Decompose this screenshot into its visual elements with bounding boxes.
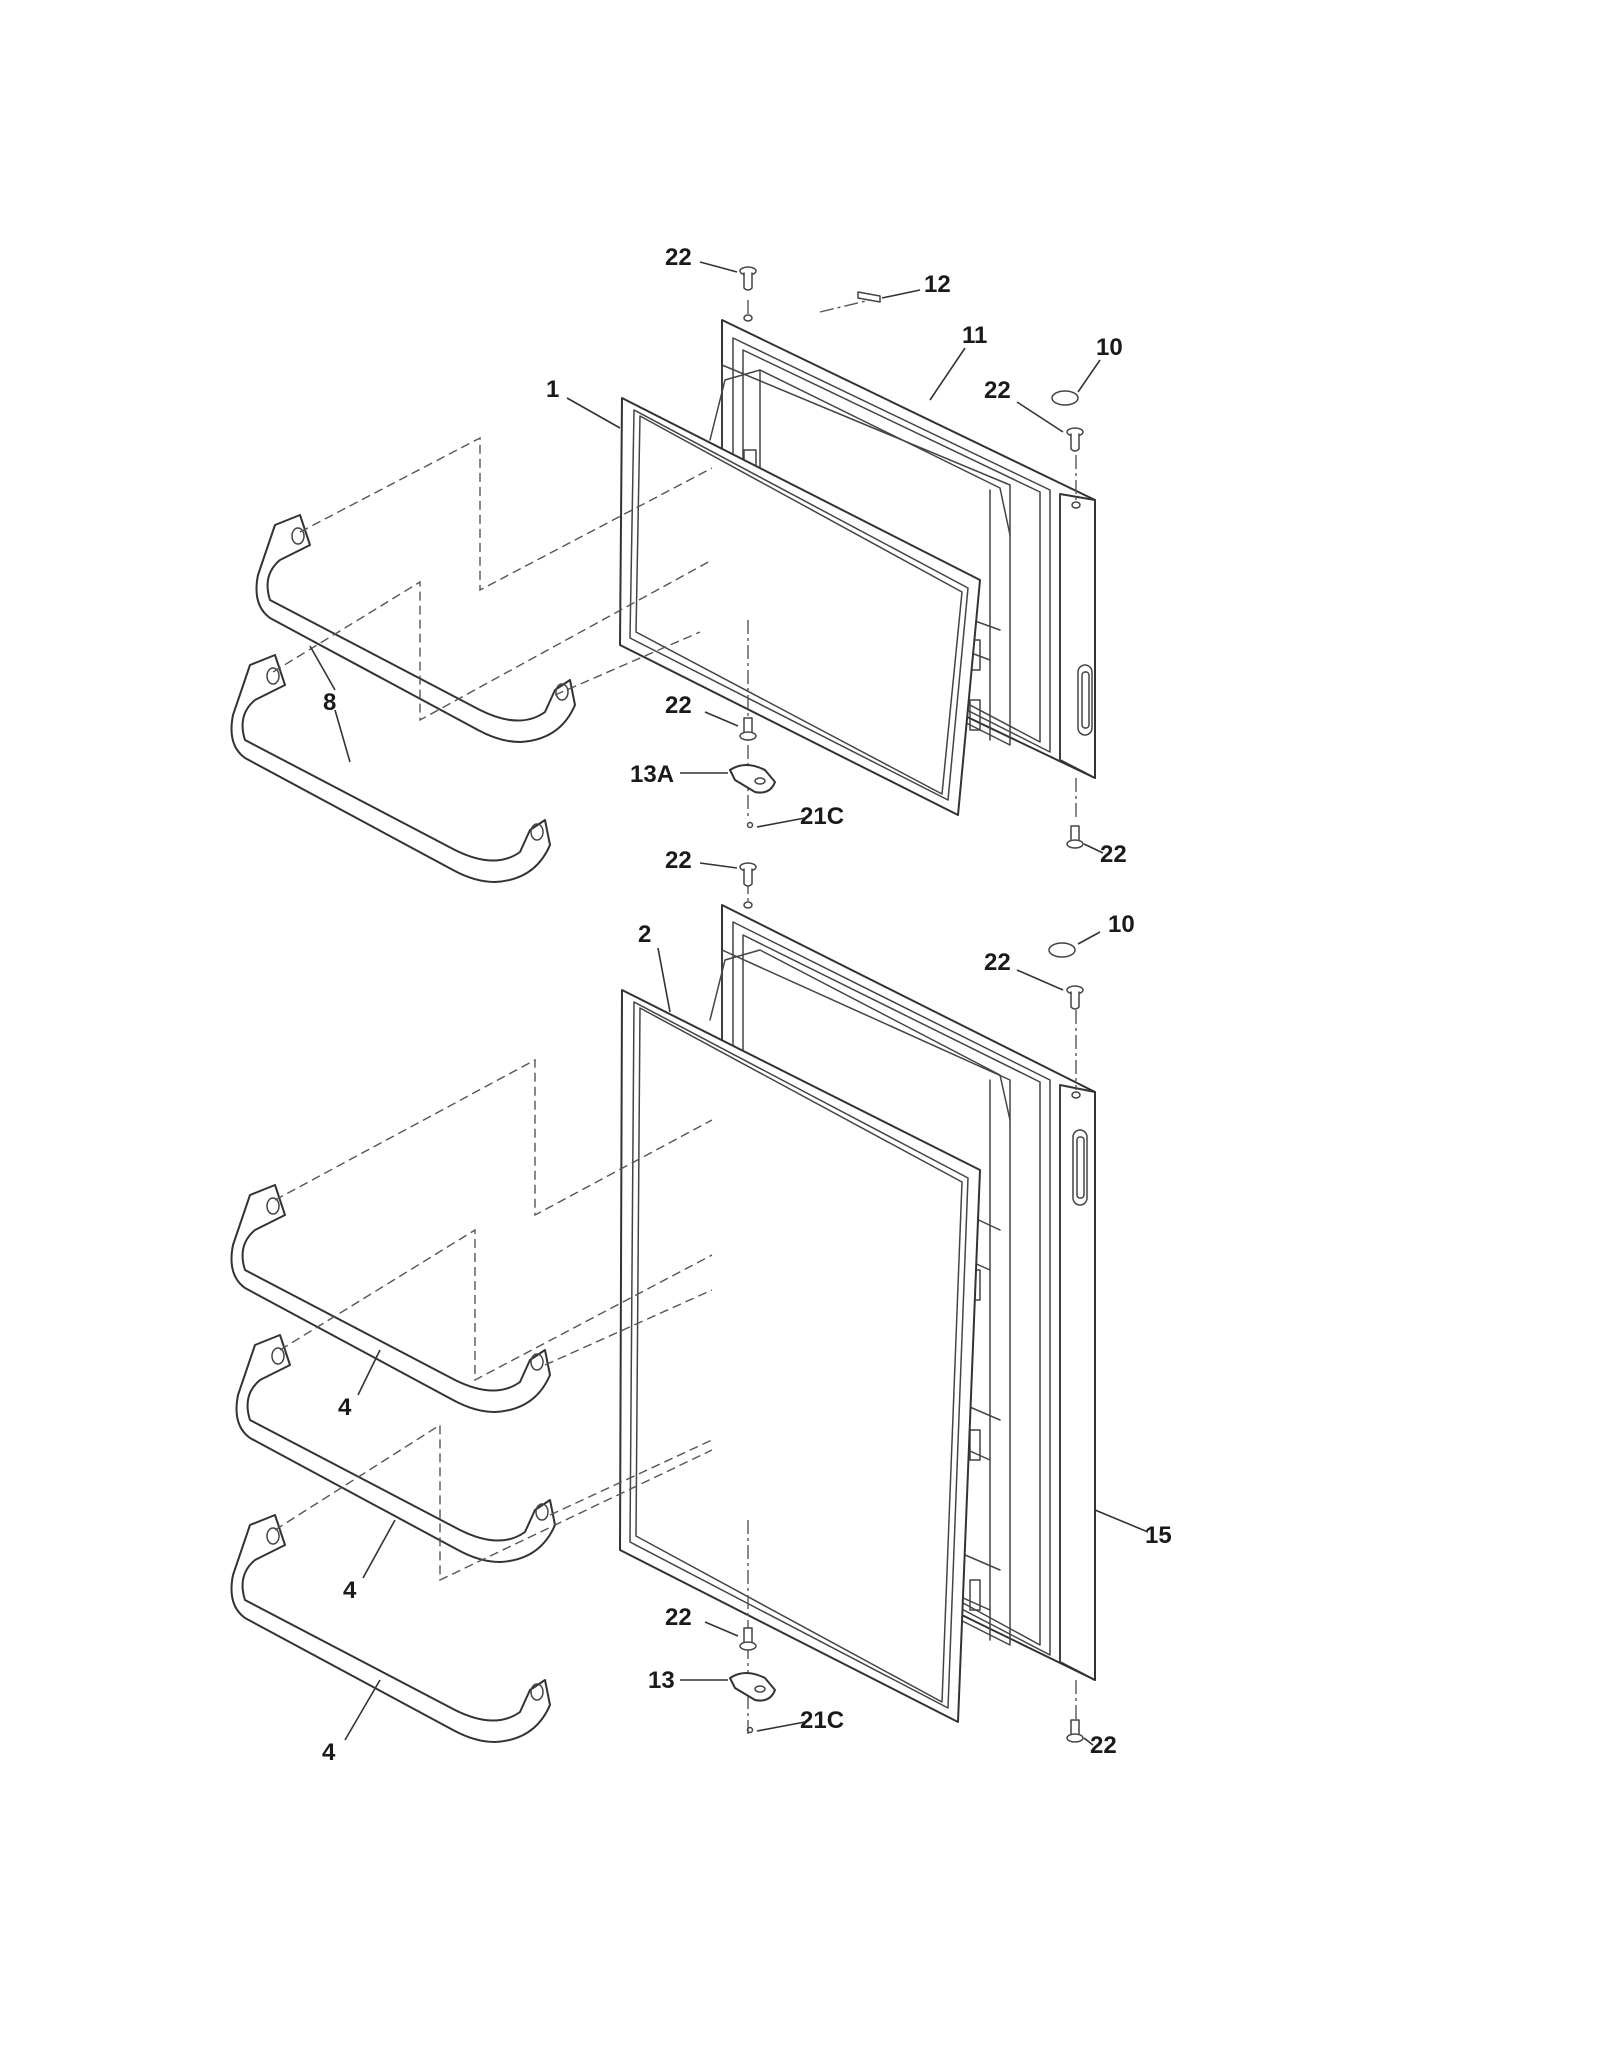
plug-button-icon <box>1051 390 1079 406</box>
fresh-food-shelf-bar-3 <box>230 1514 551 1743</box>
freezer-shelf-bar-lower <box>230 654 551 883</box>
callout-22: 22 <box>665 847 692 874</box>
callout-22: 22 <box>984 377 1011 404</box>
fresh-food-door-gasket <box>619 989 981 1723</box>
callout-13A: 13A <box>630 761 674 788</box>
hinge-bracket-icon <box>729 764 776 794</box>
callout-10: 10 <box>1096 334 1123 361</box>
label-plate <box>857 291 881 303</box>
callout-1: 1 <box>546 376 559 403</box>
screw-icon <box>739 862 757 887</box>
freezer-shelf-bar-upper <box>255 514 576 743</box>
callout-22: 22 <box>1100 841 1127 868</box>
hinge-bracket-icon <box>729 1672 776 1702</box>
freezer-door-gasket <box>619 397 981 816</box>
screw-icon <box>1066 825 1084 849</box>
callout-15: 15 <box>1145 1522 1172 1549</box>
screw-icon <box>739 266 757 291</box>
callout-22: 22 <box>665 1604 692 1631</box>
fresh-food-shelf-bar-1 <box>230 1184 551 1413</box>
callout-11: 11 <box>962 322 987 349</box>
callout-12: 12 <box>924 271 951 298</box>
callout-21C: 21C <box>800 1707 844 1734</box>
callout-4: 4 <box>338 1394 352 1421</box>
callout-13: 13 <box>648 1667 675 1694</box>
leader-lines <box>309 261 1149 1746</box>
callout-4: 4 <box>322 1739 336 1766</box>
callout-22: 22 <box>665 692 692 719</box>
screw-icon <box>739 1627 757 1651</box>
callout-22: 22 <box>1090 1732 1117 1759</box>
small-screw-icon <box>746 821 754 829</box>
screw-icon <box>739 717 757 741</box>
callout-22: 22 <box>984 949 1011 976</box>
screw-icon <box>1066 427 1084 452</box>
callout-8: 8 <box>323 689 336 716</box>
callout-2: 2 <box>638 921 651 948</box>
fresh-food-door-assembly <box>230 862 1096 1743</box>
callout-21C: 21C <box>800 803 844 830</box>
fresh-food-shelf-bar-2 <box>235 1334 556 1563</box>
plug-button-icon <box>1048 942 1076 958</box>
callout-10: 10 <box>1108 911 1135 938</box>
callout-labels: 22 12 11 10 22 1 8 22 13A 21C 22 22 10 2… <box>322 244 1172 1766</box>
screw-icon <box>1066 985 1084 1010</box>
small-screw-icon <box>746 1726 754 1734</box>
callout-4: 4 <box>343 1577 357 1604</box>
screw-icon <box>1066 1719 1084 1743</box>
callout-22: 22 <box>665 244 692 271</box>
freezer-door-assembly <box>230 266 1096 883</box>
